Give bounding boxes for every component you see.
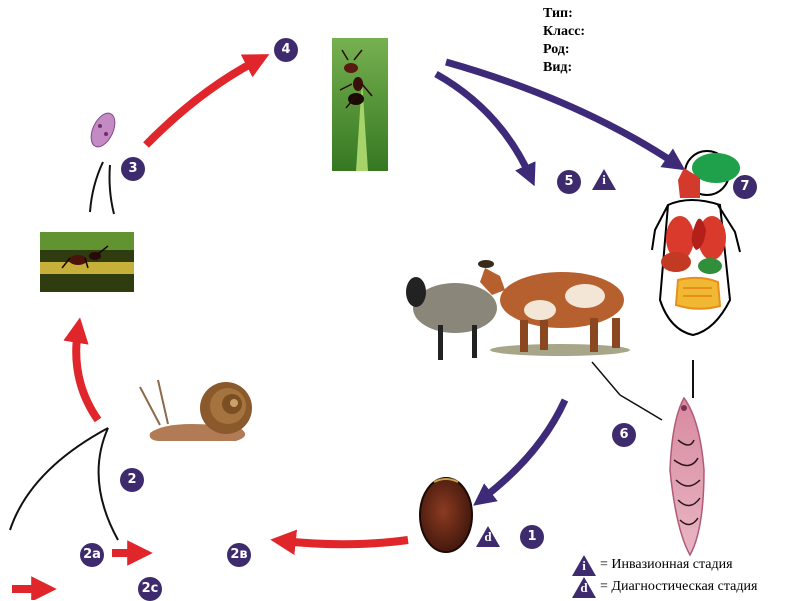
connector-fluke-host [619, 394, 663, 421]
diagnostic-stage-marker: d [476, 526, 500, 547]
legend-infective-icon: i [572, 555, 596, 576]
red-arrow-egg-to-2b [270, 529, 409, 556]
legend-diagnostic-text: = Диагностическая стадия [600, 579, 758, 594]
blue-arrow-host-to-egg [473, 398, 569, 506]
cercaria-illustration [90, 112, 116, 148]
stage-2c-badge: 2c [138, 577, 162, 601]
legend-diagnostic-icon: d [572, 577, 596, 598]
stage-2-badge: 2 [120, 468, 144, 492]
stage-3-badge: 3 [121, 157, 145, 181]
adult-fluke-illustration [669, 396, 705, 557]
legend-infective-text: = Инвазионная стадия [600, 557, 733, 572]
taxonomy-genus-label: Род: [543, 42, 570, 57]
stage-7-badge: 7 [733, 175, 757, 199]
ants-photo [40, 232, 134, 292]
infective-stage-marker: i [592, 169, 616, 190]
ant-on-grass-photo [332, 38, 388, 171]
taxonomy-class-label: Класс: [543, 24, 586, 39]
connector-cercaria [89, 161, 104, 213]
blue-arrow-4-to-7 [445, 58, 686, 171]
connector-2-mid [97, 427, 119, 541]
stage-5-badge: 5 [557, 170, 581, 194]
stage-6-badge: 6 [612, 423, 636, 447]
sheep-and-cow-illustration [406, 260, 630, 360]
connector-host-line [591, 361, 621, 396]
snail-illustration [139, 379, 252, 441]
connector-cercaria-2 [108, 164, 115, 215]
red-arrow-2-to-ant [63, 317, 102, 423]
stage-4-badge: 4 [274, 38, 298, 62]
blue-arrow-4-to-5 [434, 70, 536, 187]
stage-2b-badge: 2в [227, 543, 251, 567]
taxonomy-species-label: Вид: [543, 60, 573, 75]
connector-2-left [9, 427, 109, 531]
taxonomy-type-label: Тип: [543, 6, 573, 21]
stage-1-badge: 1 [520, 525, 544, 549]
human-body-illustration [651, 150, 741, 337]
egg-illustration [419, 477, 473, 553]
stage-2a-badge: 2a [80, 543, 104, 567]
red-arrow-3-to-4 [143, 54, 270, 148]
